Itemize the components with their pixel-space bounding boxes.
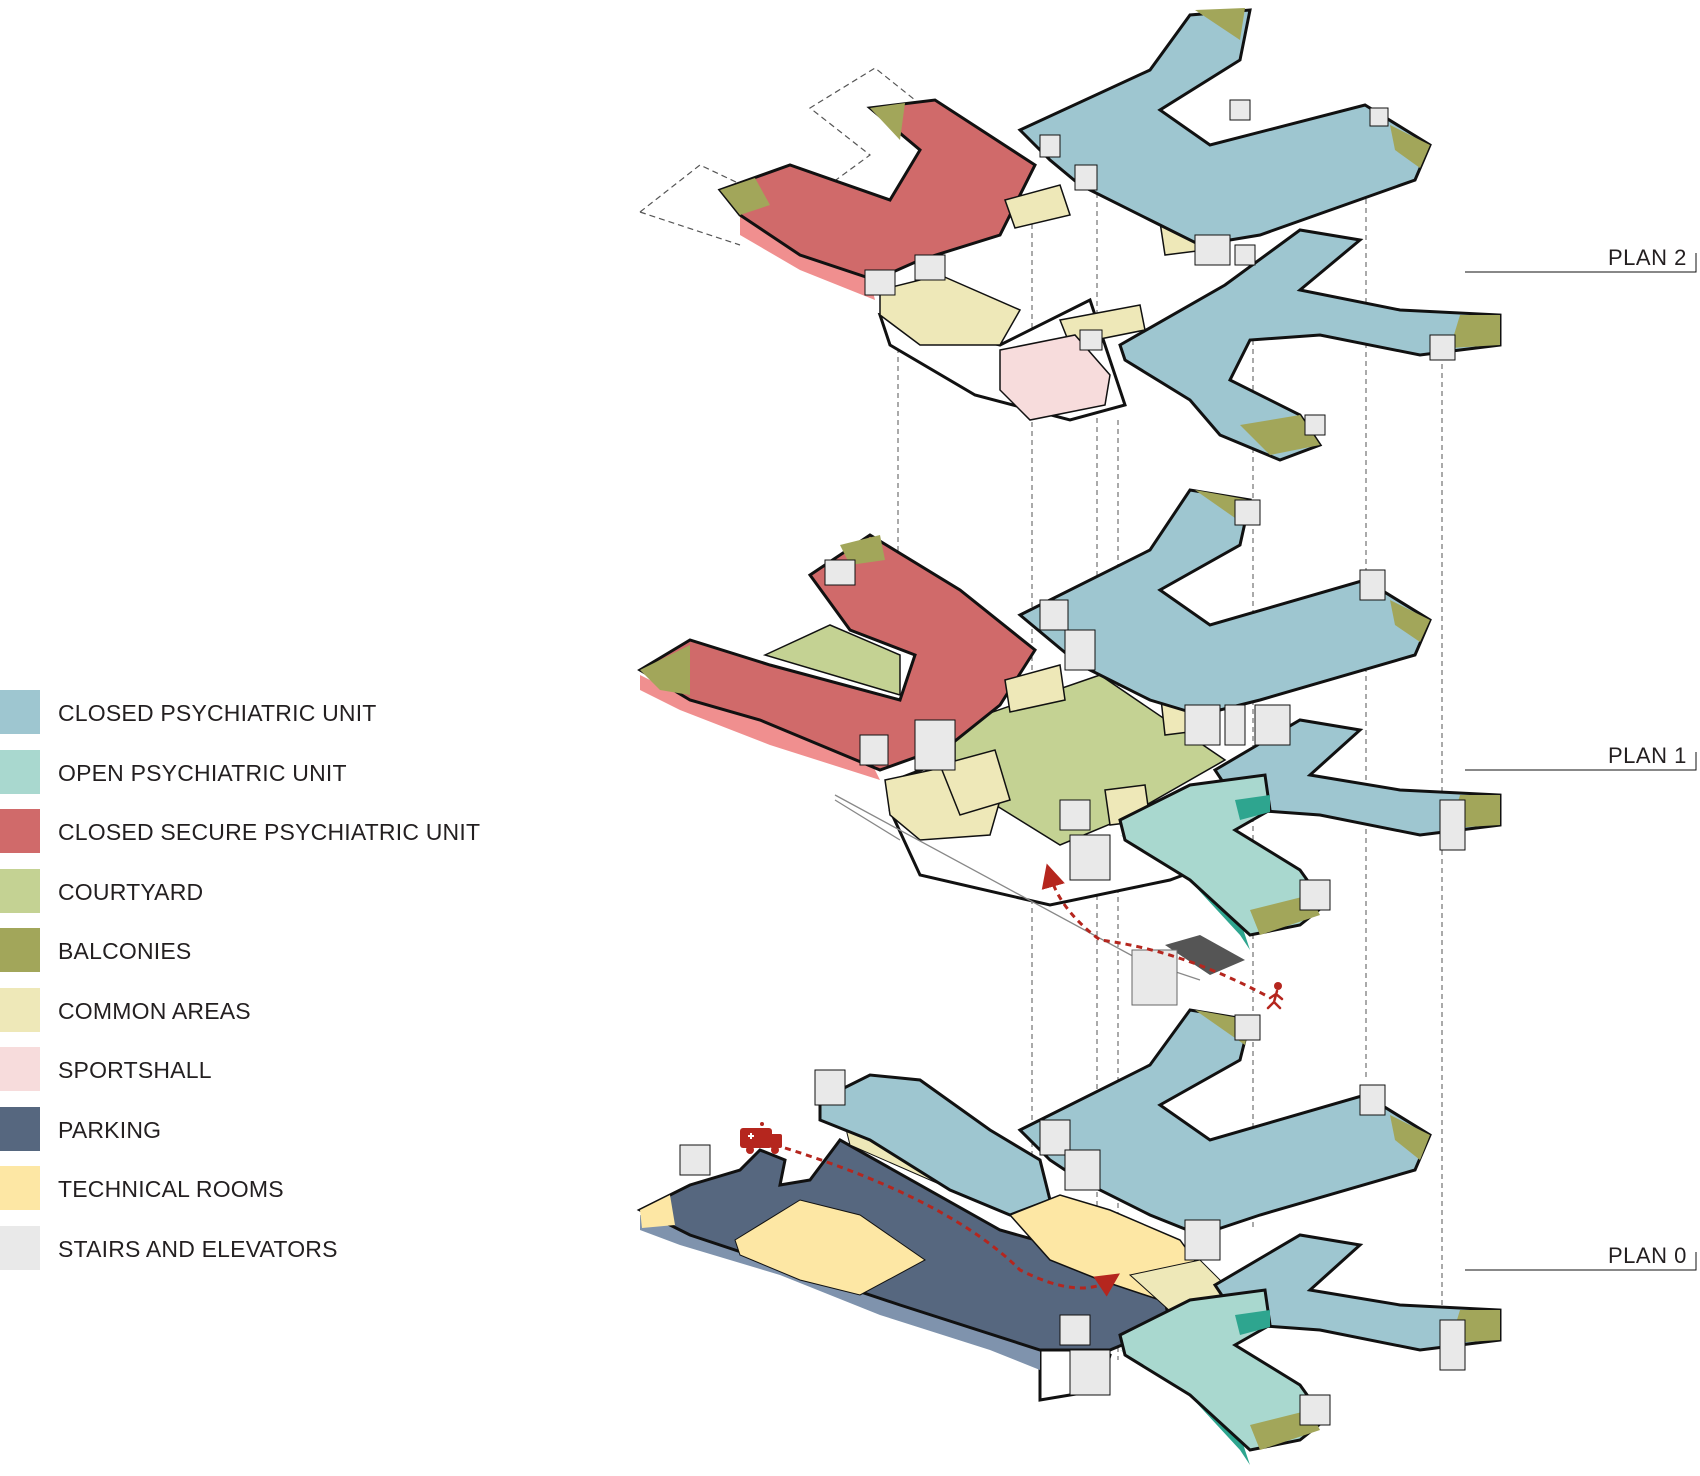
legend-swatch: [0, 1047, 40, 1091]
legend: CLOSED PSYCHIATRIC UNIT OPEN PSYCHIATRIC…: [0, 690, 480, 1286]
legend-label: PARKING: [58, 1116, 162, 1143]
legend-swatch: [0, 928, 40, 972]
legend-label: STAIRS AND ELEVATORS: [58, 1235, 338, 1262]
legend-swatch: [0, 1225, 40, 1270]
plan-1-label: PLAN 1: [1608, 743, 1687, 768]
ambulance-icon: [740, 1122, 782, 1154]
legend-swatch: [0, 1166, 40, 1210]
plan-1-level: [637, 488, 1502, 1006]
plan-2-level: [639, 8, 1502, 462]
legend-item-stairs-elevators: STAIRS AND ELEVATORS: [0, 1225, 470, 1286]
legend-swatch: [0, 987, 40, 1032]
legend-item-parking: PARKING: [0, 1106, 470, 1167]
legend-item-technical-rooms: TECHNICAL ROOMS: [0, 1166, 470, 1226]
plan2-closed-units: [1017, 8, 1502, 462]
legend-item-closed-secure: CLOSED SECURE PSYCHIATRIC UNIT: [0, 809, 480, 869]
legend-swatch: [0, 868, 40, 913]
plan0-closed-units: [1017, 1008, 1502, 1352]
plan-2-label: PLAN 2: [1608, 245, 1687, 270]
routes: [784, 863, 1266, 1297]
legend-item-closed-psychiatric: CLOSED PSYCHIATRIC UNIT: [0, 690, 470, 750]
legend-label: TECHNICAL ROOMS: [58, 1176, 284, 1202]
ambulance-route: [784, 1146, 1120, 1297]
legend-label: COURTYARD: [58, 878, 204, 905]
legend-label: CLOSED PSYCHIATRIC UNIT: [58, 700, 377, 726]
plan-0-level: [636, 1008, 1502, 1465]
plan0-parking: [636, 1138, 1172, 1370]
legend-swatch: [0, 809, 40, 853]
pedestrian-route: [1041, 863, 1266, 997]
plan2-stairs: [864, 99, 1456, 436]
plan1-entrance: [834, 794, 1245, 1006]
plan1-stairs: [824, 499, 1466, 911]
plan-label-lines: [1465, 253, 1697, 1271]
plan2-sportshall: [999, 334, 1111, 421]
legend-swatch: [0, 1106, 40, 1151]
legend-item-courtyard: COURTYARD: [0, 868, 470, 929]
plan1-secure-wing: [637, 533, 1037, 780]
legend-item-sportshall: SPORTSHALL: [0, 1047, 470, 1107]
legend-label: COMMON AREAS: [58, 997, 251, 1024]
legend-label: CLOSED SECURE PSYCHIATRIC UNIT: [58, 819, 481, 845]
legend-swatch: [0, 690, 40, 734]
plan-0-label: PLAN 0: [1608, 1243, 1687, 1268]
legend-label: BALCONIES: [58, 938, 192, 964]
pedestrian-icon: [1266, 982, 1284, 1010]
legend-label: SPORTSHALL: [58, 1057, 212, 1083]
legend-item-common-areas: COMMON AREAS: [0, 987, 470, 1048]
plan2-secure-wing: [717, 98, 1037, 300]
plan0-stairs: [679, 1014, 1466, 1426]
legend-item-open-psychiatric: OPEN PSYCHIATRIC UNIT: [0, 749, 470, 810]
legend-item-balconies: BALCONIES: [0, 928, 470, 988]
legend-label: OPEN PSYCHIATRIC UNIT: [58, 759, 347, 786]
legend-swatch: [0, 749, 40, 794]
